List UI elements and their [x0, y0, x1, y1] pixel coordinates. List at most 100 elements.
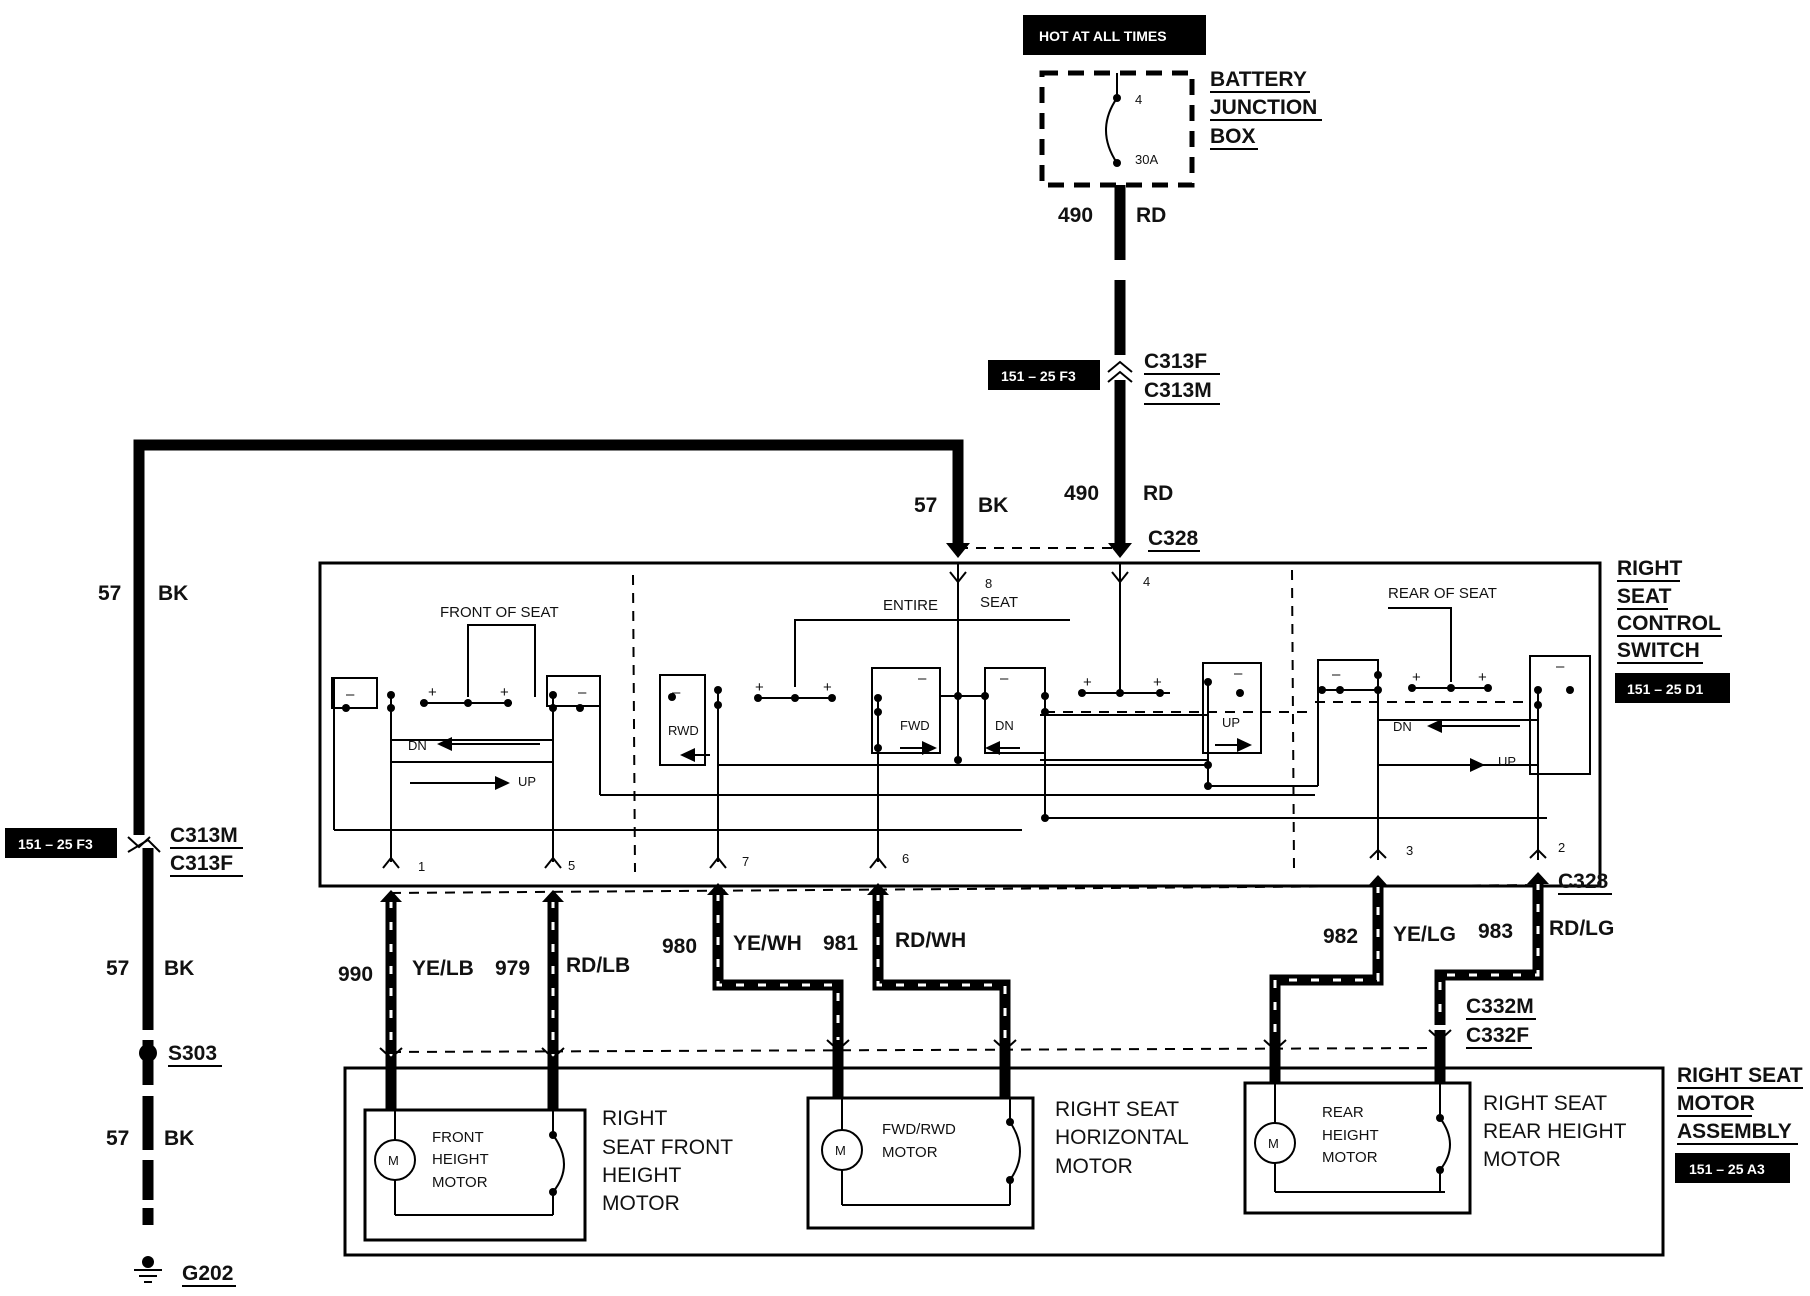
plus-6: +: [1153, 674, 1162, 691]
ref-switch-text: 151 – 25 D1: [1627, 681, 1703, 697]
minus-1: –: [346, 686, 355, 703]
pin-6-label: 6: [902, 851, 909, 866]
c328-bottom-connector: C328: [390, 870, 1612, 895]
bjb-label-1: BATTERY: [1210, 68, 1307, 91]
fwd-label: FWD: [900, 718, 930, 733]
c328-bottom-label: C328: [1558, 870, 1609, 893]
ref-switch-tag: [1615, 673, 1730, 703]
wire-ye-lb-label: YE/LB: [412, 957, 474, 980]
wire-57-label-left1: 57: [98, 582, 121, 605]
rear-motor-inner-2: HEIGHT: [1322, 1127, 1379, 1144]
horizontal-motor-label-2: HORIZONTAL: [1055, 1126, 1189, 1149]
rwd-label: RWD: [668, 723, 699, 738]
right-seat-motor-assembly: RIGHT SEAT MOTOR ASSEMBLY 151 – 25 A3 M …: [343, 1030, 1803, 1257]
wire-990-label: 990: [338, 963, 373, 986]
fuse-pin-label: 4: [1135, 92, 1142, 107]
hot-label: HOT AT ALL TIMES: [1039, 28, 1167, 44]
assembly-title-1: RIGHT SEAT: [1677, 1064, 1803, 1087]
switch-pins: 1 5 7 6 3 2 8 4: [382, 571, 1565, 874]
pin-5-label: 5: [568, 858, 575, 873]
plus-1: +: [428, 684, 437, 701]
front-motor-label-1: RIGHT: [602, 1107, 668, 1130]
hot-at-all-times-tag: HOT AT ALL TIMES: [1023, 15, 1206, 55]
motor-feed-wires: 990 YE/LB 979 RD/LB 980 YE/WH 981 RD/WH …: [338, 872, 1614, 1085]
c332f-label: C332F: [1466, 1024, 1529, 1047]
front-of-seat-label: FRONT OF SEAT: [440, 604, 559, 621]
switch-title-4: SWITCH: [1617, 639, 1700, 662]
entire-label: ENTIRE: [883, 597, 938, 614]
front-motor-label-3: HEIGHT: [602, 1164, 682, 1187]
c313f-top-label: C313F: [1144, 350, 1207, 373]
minus-6: –: [1234, 665, 1243, 682]
c313-top-connector: 151 – 25 F3 C313F C313M: [988, 350, 1220, 405]
rear-motor-label-3: MOTOR: [1483, 1148, 1561, 1171]
g202-ground-icon: G202: [134, 1256, 236, 1287]
minus-7: –: [1332, 666, 1341, 683]
rear-motor-label-2: REAR HEIGHT: [1483, 1120, 1627, 1143]
switch-title-2: SEAT: [1617, 585, 1672, 608]
bjb-label-3: BOX: [1210, 125, 1256, 148]
minus-4: –: [918, 670, 927, 687]
front-motor-inner-2: HEIGHT: [432, 1151, 489, 1168]
seat-label: SEAT: [980, 594, 1018, 611]
wire-rd-label-top: RD: [1136, 204, 1166, 227]
rear-motor-inner-1: REAR: [1322, 1104, 1364, 1121]
rear-motor-label-1: RIGHT SEAT: [1483, 1092, 1607, 1115]
wire-981-label: 981: [823, 932, 858, 955]
fuse-rating-label: 30A: [1135, 152, 1158, 167]
switch-title-1: RIGHT: [1617, 557, 1683, 580]
ref-top-tag: 151 – 25 F3: [1001, 368, 1076, 384]
front-height-motor: M FRONT HEIGHT MOTOR RIGHT SEAT FRONT HE…: [363, 1107, 733, 1242]
wire-57-label-left2: 57: [106, 957, 129, 980]
plus-4: +: [823, 679, 832, 696]
assembly-title-2: MOTOR: [1677, 1092, 1755, 1115]
wire-bk-label-left3: BK: [164, 1127, 194, 1150]
wire-490-label-top: 490: [1058, 204, 1093, 227]
wire-983-label: 983: [1478, 920, 1513, 943]
dn-label-center: DN: [995, 718, 1014, 733]
plus-2: +: [500, 684, 509, 701]
pin-7-label: 7: [742, 854, 749, 869]
wire-bk-label-top: BK: [978, 494, 1008, 517]
minus-3: –: [672, 684, 681, 701]
wire-57-label-left3: 57: [106, 1127, 129, 1150]
wire-bk-label-left1: BK: [158, 582, 188, 605]
c328-top-label: C328: [1148, 527, 1199, 550]
ground-wire-57: 57 BK 57 BK 57 BK 57 BK: [98, 439, 1008, 1225]
battery-junction-box: 4 30A BATTERY JUNCTION BOX: [1039, 68, 1322, 188]
pin-4-label: 4: [1143, 574, 1150, 589]
s303-label: S303: [168, 1042, 217, 1065]
motor-m-front: M: [388, 1153, 399, 1168]
g202-label: G202: [182, 1262, 233, 1285]
minus-8: –: [1556, 658, 1565, 675]
pin-2-label: 2: [1558, 840, 1565, 855]
dn-label-rear: DN: [1393, 719, 1412, 734]
rear-of-seat-label: REAR OF SEAT: [1388, 585, 1497, 602]
wire-rd-lg-label: RD/LG: [1549, 917, 1614, 940]
dn-label-front: DN: [408, 738, 427, 753]
horizontal-motor-inner-2: MOTOR: [882, 1144, 938, 1161]
ref-motor-text: 151 – 25 A3: [1689, 1161, 1765, 1177]
s303-splice: S303: [139, 1042, 222, 1067]
front-motor-label-4: MOTOR: [602, 1192, 680, 1215]
c313-left-connector: 151 – 25 F3 C313M C313F: [5, 824, 243, 877]
switch-title-3: CONTROL: [1617, 612, 1721, 635]
wire-982-label: 982: [1323, 925, 1358, 948]
assembly-title-3: ASSEMBLY: [1677, 1120, 1792, 1143]
wire-979-label: 979: [495, 957, 530, 980]
pin-8-label: 8: [985, 576, 992, 591]
horizontal-motor-inner-1: FWD/RWD: [882, 1121, 956, 1138]
rear-height-motor: M REAR HEIGHT MOTOR RIGHT SEAT REAR HEIG…: [1243, 1081, 1627, 1215]
wire-ye-lg-label: YE/LG: [1393, 923, 1456, 946]
horizontal-motor-label-3: MOTOR: [1055, 1155, 1133, 1178]
bjb-label-2: JUNCTION: [1210, 96, 1317, 119]
plus-5: +: [1083, 674, 1092, 691]
pin-3-label: 3: [1406, 843, 1413, 858]
up-label-center: UP: [1222, 715, 1240, 730]
front-motor-inner-3: MOTOR: [432, 1174, 488, 1191]
horizontal-motor: M FWD/RWD MOTOR RIGHT SEAT HORIZONTAL MO…: [806, 1096, 1189, 1230]
wire-rd-label-mid: RD: [1143, 482, 1173, 505]
plus-3: +: [755, 679, 764, 696]
front-motor-inner-1: FRONT: [432, 1129, 484, 1146]
